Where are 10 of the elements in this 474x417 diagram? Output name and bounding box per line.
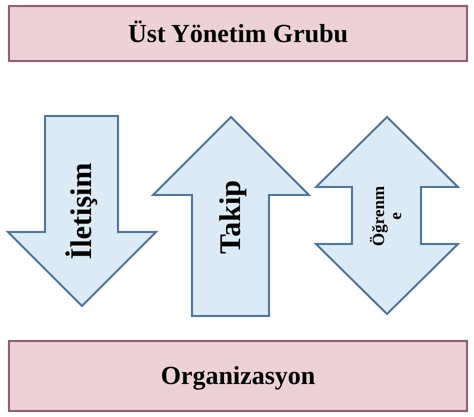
title-band bbox=[8, 5, 468, 62]
band-label: Üst Yönetim Grubu bbox=[128, 18, 348, 48]
up-block-arrow bbox=[150, 116, 312, 317]
edge-label: İletişim bbox=[67, 162, 97, 262]
double-block-arrow bbox=[314, 116, 460, 316]
edge-label: Takip bbox=[216, 178, 246, 256]
band-label: Organizasyon bbox=[160, 361, 316, 391]
title-band bbox=[8, 340, 468, 412]
edge-label: Öğrenme bbox=[370, 184, 404, 248]
down-block-arrow bbox=[6, 115, 158, 308]
